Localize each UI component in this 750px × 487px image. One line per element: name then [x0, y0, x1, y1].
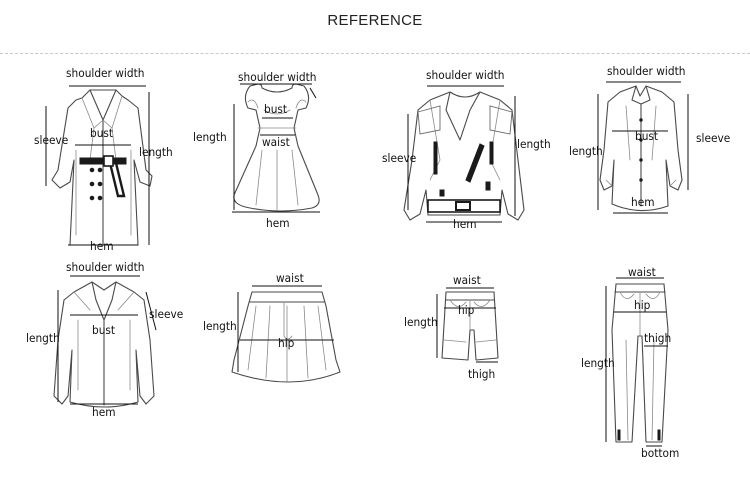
- shoulder-width-label: shoulder width: [66, 66, 145, 80]
- length-label: length: [203, 319, 237, 333]
- hem-label: hem: [90, 239, 114, 253]
- bottom-label: bottom: [641, 446, 680, 460]
- hem-label: hem: [631, 195, 655, 209]
- shoulder-width-label: shoulder width: [607, 64, 686, 78]
- waist-label: waist: [453, 273, 481, 287]
- sleeve-label: sleeve: [34, 133, 69, 147]
- hip-label: hip: [634, 298, 651, 312]
- sleeve-label: sleeve: [696, 131, 731, 145]
- thigh-label: thigh: [644, 331, 672, 345]
- length-label: length: [26, 331, 60, 345]
- hem-label: hem: [92, 405, 116, 419]
- bust-label: bust: [264, 102, 288, 116]
- shoulder-width-label: shoulder width: [66, 260, 145, 274]
- length-label: length: [517, 137, 551, 151]
- shoulder-width-label: shoulder width: [426, 68, 505, 82]
- bust-label: bust: [92, 323, 116, 337]
- page-title: REFERENCE: [327, 12, 423, 29]
- length-label: length: [404, 315, 438, 329]
- divider: [0, 53, 750, 54]
- sleeve-label: sleeve: [382, 151, 417, 165]
- thigh-label: thigh: [468, 367, 496, 381]
- bust-label: bust: [90, 126, 114, 140]
- bust-label: bust: [635, 129, 659, 143]
- waist-label: waist: [628, 265, 656, 279]
- hip-label: hip: [278, 336, 295, 350]
- hem-label: hem: [266, 216, 290, 230]
- length-label: length: [139, 145, 173, 159]
- sleeve-label: sleeve: [149, 307, 184, 321]
- length-label: length: [581, 356, 615, 370]
- waist-label: waist: [262, 135, 290, 149]
- shoulder-width-label: shoulder width: [238, 70, 317, 84]
- hip-label: hip: [458, 303, 475, 317]
- hem-label: hem: [453, 217, 477, 231]
- length-label: length: [193, 130, 227, 144]
- length-label: length: [569, 144, 603, 158]
- waist-label: waist: [276, 271, 304, 285]
